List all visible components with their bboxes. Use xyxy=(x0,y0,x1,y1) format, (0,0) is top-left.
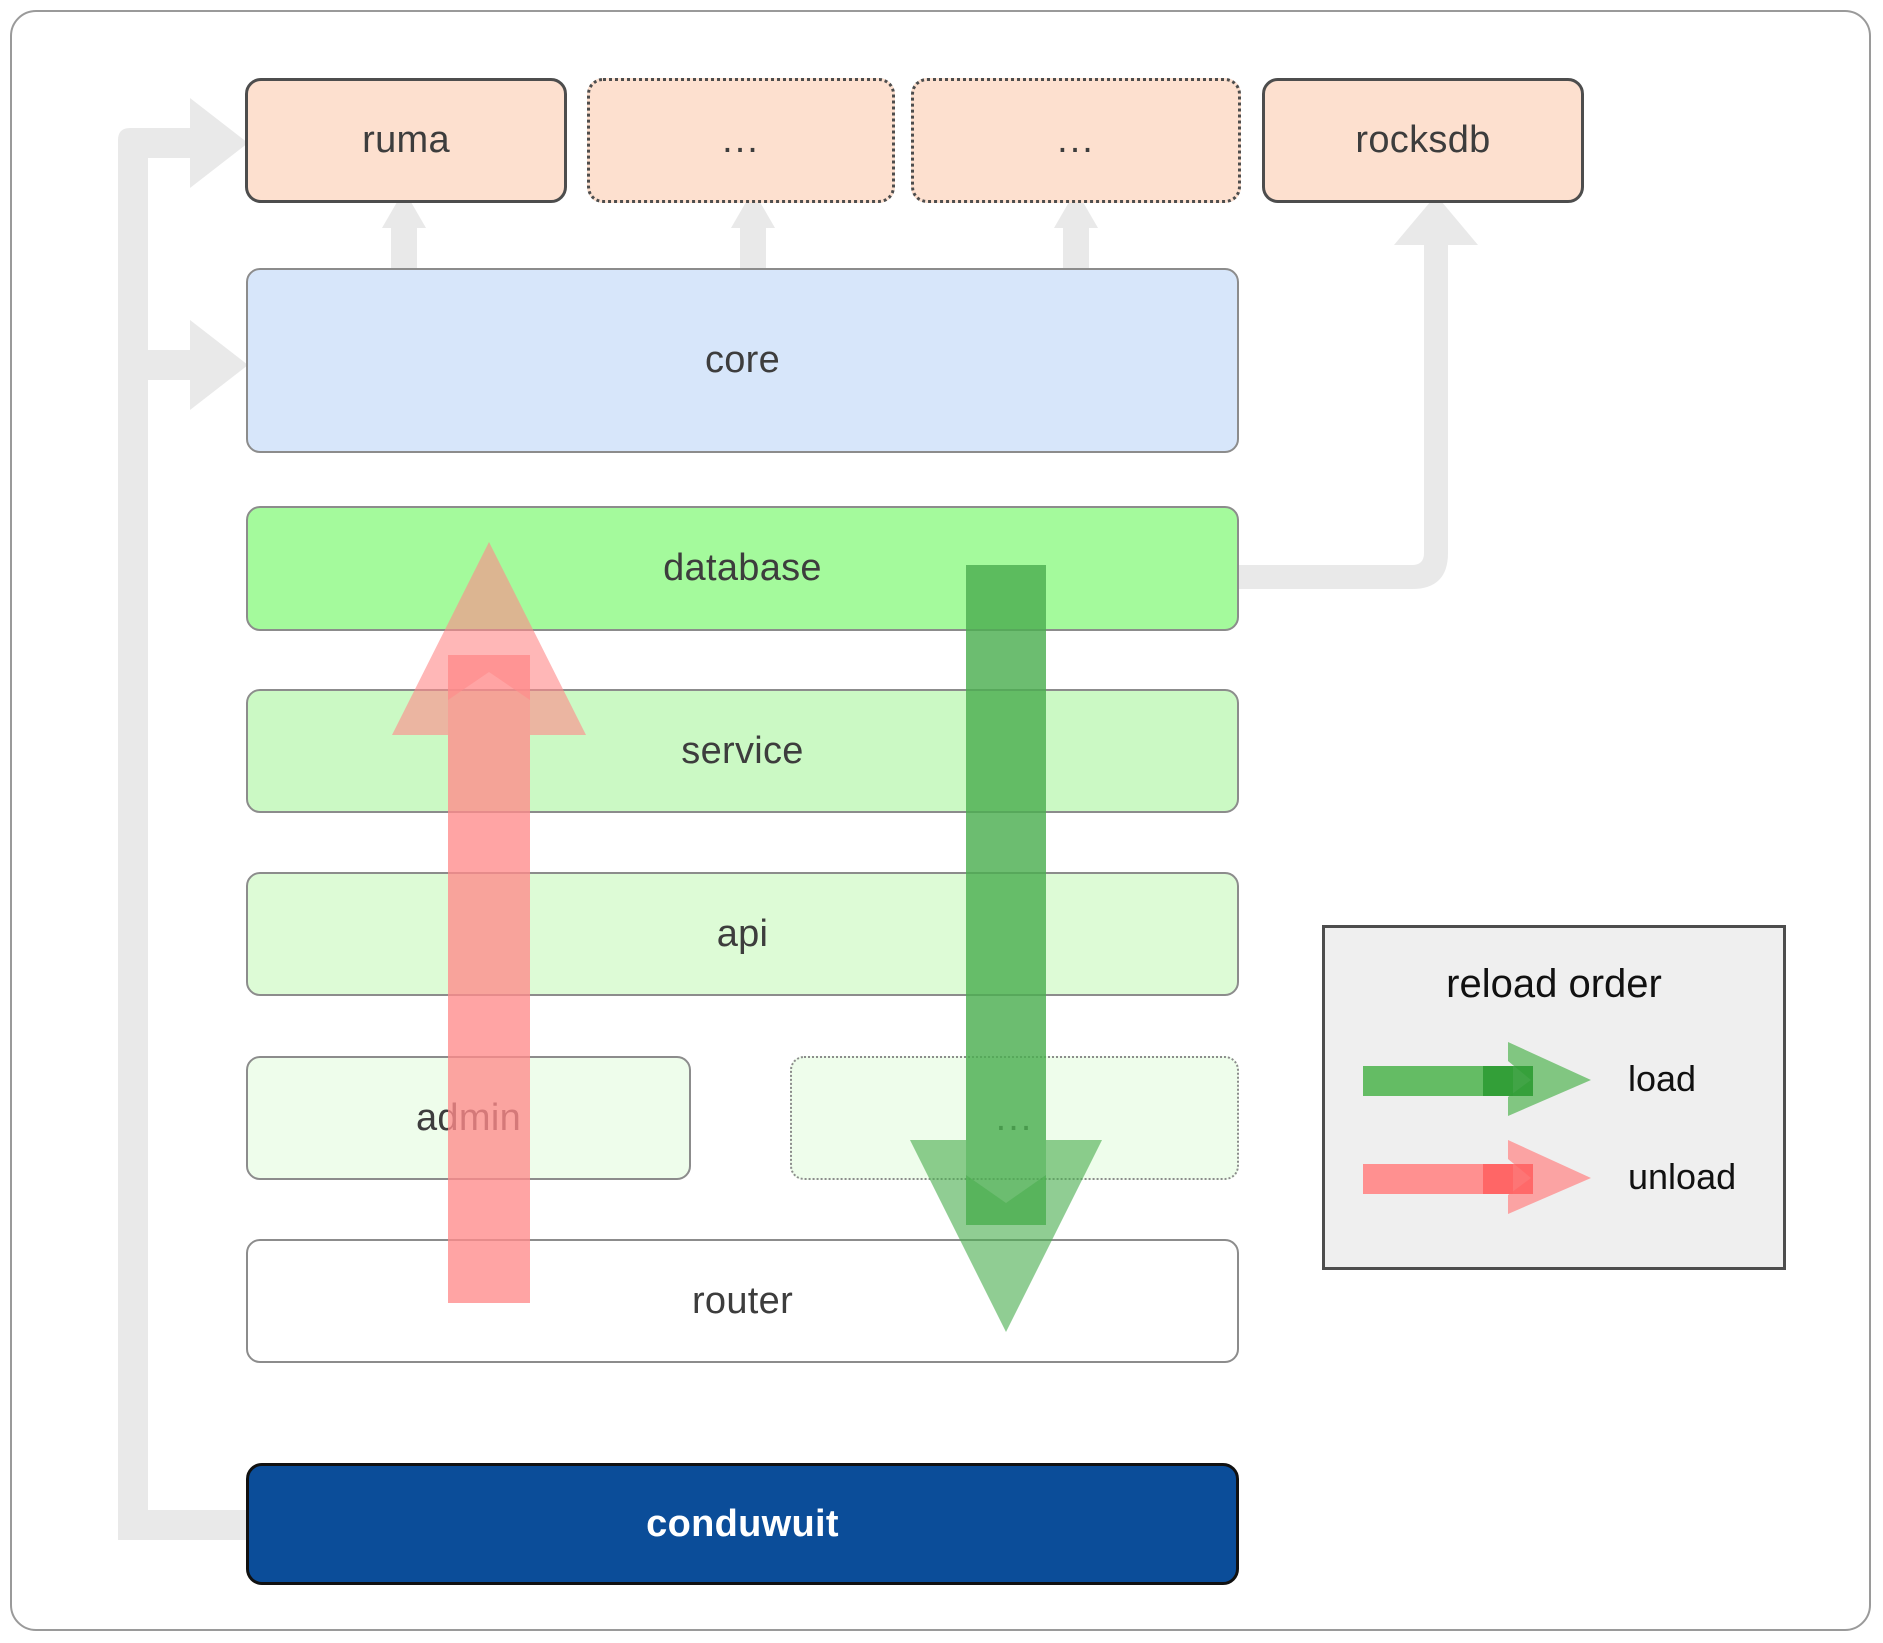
legend-title: reload order xyxy=(1446,962,1662,1006)
node-database[interactable]: database xyxy=(246,506,1239,631)
legend-box: reload order load unload xyxy=(1322,925,1786,1270)
node-database-label: database xyxy=(663,547,822,589)
node-inner-dots[interactable]: ... xyxy=(790,1056,1239,1180)
node-api-label: api xyxy=(716,912,769,955)
node-external-dots-2[interactable]: ... xyxy=(911,78,1241,203)
node-rocksdb[interactable]: rocksdb xyxy=(1262,78,1584,203)
node-service-label: service xyxy=(681,729,804,772)
node-core-label: core xyxy=(704,339,781,381)
node-service[interactable]: service xyxy=(246,689,1239,813)
legend-load-label: load xyxy=(1628,1058,1697,1099)
node-external-dots-1-label: ... xyxy=(722,119,760,161)
node-admin[interactable]: admin xyxy=(246,1056,691,1180)
node-admin-label: admin xyxy=(416,1096,521,1139)
node-router[interactable]: router xyxy=(246,1239,1239,1363)
diagram-frame xyxy=(10,10,1871,1631)
legend-unload-arrow xyxy=(1363,1140,1591,1214)
node-conduwuit[interactable]: conduwuit xyxy=(246,1463,1239,1585)
node-external-dots-2-label: ... xyxy=(1057,119,1095,161)
node-inner-dots-label: ... xyxy=(995,1096,1034,1139)
node-ruma[interactable]: ruma xyxy=(245,78,567,203)
node-conduwuit-label: conduwuit xyxy=(646,1502,839,1545)
node-external-dots-1[interactable]: ... xyxy=(587,78,895,203)
node-core[interactable]: core xyxy=(246,268,1239,453)
node-rocksdb-label: rocksdb xyxy=(1355,119,1491,161)
node-router-label: router xyxy=(691,1279,794,1322)
legend-unload-label: unload xyxy=(1628,1156,1737,1197)
legend-load-arrow xyxy=(1363,1042,1591,1116)
node-ruma-label: ruma xyxy=(362,119,450,161)
node-api[interactable]: api xyxy=(246,872,1239,996)
